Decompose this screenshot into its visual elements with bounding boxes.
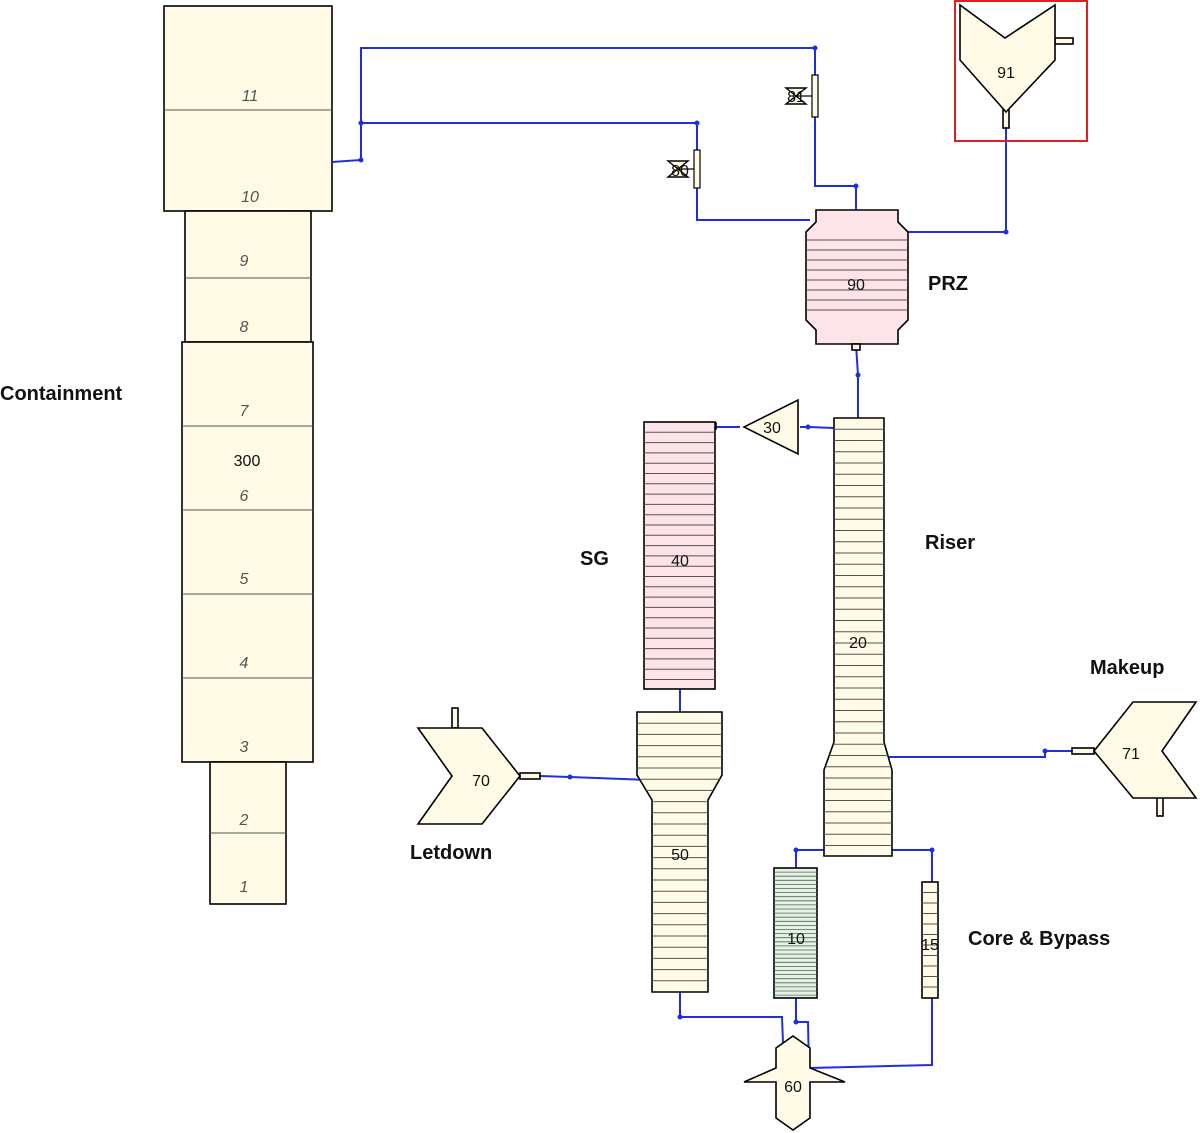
lower-plenum-60[interactable]: 60: [743, 1035, 846, 1131]
containment-cell-3: 3: [240, 739, 249, 756]
containment-cell-2: 2: [239, 812, 249, 829]
riser-20[interactable]: 20: [823, 417, 893, 857]
makeup-71[interactable]: 71: [1071, 701, 1198, 817]
containment-label: Containment: [0, 383, 123, 405]
tank-91-number: 91: [997, 65, 1015, 82]
letdown-label: Letdown: [410, 842, 492, 864]
containment-cell-4: 4: [240, 655, 249, 672]
pressurizer-90[interactable]: 90: [805, 209, 909, 351]
containment-cell-7: 7: [240, 403, 250, 420]
core-10[interactable]: 10: [773, 867, 818, 999]
pressurizer-number: 90: [847, 277, 865, 294]
lower-plenum-number: 60: [784, 1079, 802, 1096]
riser-number: 20: [849, 635, 867, 652]
makeup-label: Makeup: [1090, 657, 1164, 679]
pipe-network: [331, 45, 1092, 1069]
bypass-15[interactable]: 15: [921, 881, 939, 999]
downcomer-number: 50: [671, 847, 689, 864]
selection-box: [954, 0, 1088, 142]
valve-81[interactable]: 81: [784, 74, 819, 118]
sg-label: SG: [580, 548, 609, 570]
valve-81-number: 81: [787, 89, 805, 106]
containment-vessel[interactable]: [163, 5, 333, 905]
containment-cell-6: 6: [240, 488, 249, 505]
riser-label: Riser: [925, 532, 975, 554]
containment-number: 300: [234, 453, 261, 470]
tank-91[interactable]: 91: [959, 3, 1074, 129]
pump-number: 30: [763, 420, 781, 437]
bypass-number: 15: [921, 937, 939, 954]
steam-generator-40[interactable]: 40: [643, 421, 716, 690]
core-number: 10: [787, 931, 805, 948]
valve-80-number: 80: [671, 163, 689, 180]
containment-cell-5: 5: [240, 571, 249, 588]
letdown-70[interactable]: 70: [416, 707, 541, 825]
containment-cell-10: 10: [241, 189, 259, 206]
containment-cell-1: 1: [240, 879, 249, 896]
prz-label: PRZ: [928, 273, 968, 295]
valve-80[interactable]: 80: [666, 149, 701, 189]
makeup-number: 71: [1122, 746, 1140, 763]
steam-generator-number: 40: [671, 553, 689, 570]
containment-cell-8: 8: [240, 319, 249, 336]
downcomer-50[interactable]: 50: [636, 711, 723, 993]
letdown-number: 70: [472, 773, 490, 790]
containment-cell-11: 11: [242, 88, 259, 105]
containment-cell-9: 9: [240, 253, 249, 270]
core-bypass-label: Core & Bypass: [968, 928, 1110, 950]
